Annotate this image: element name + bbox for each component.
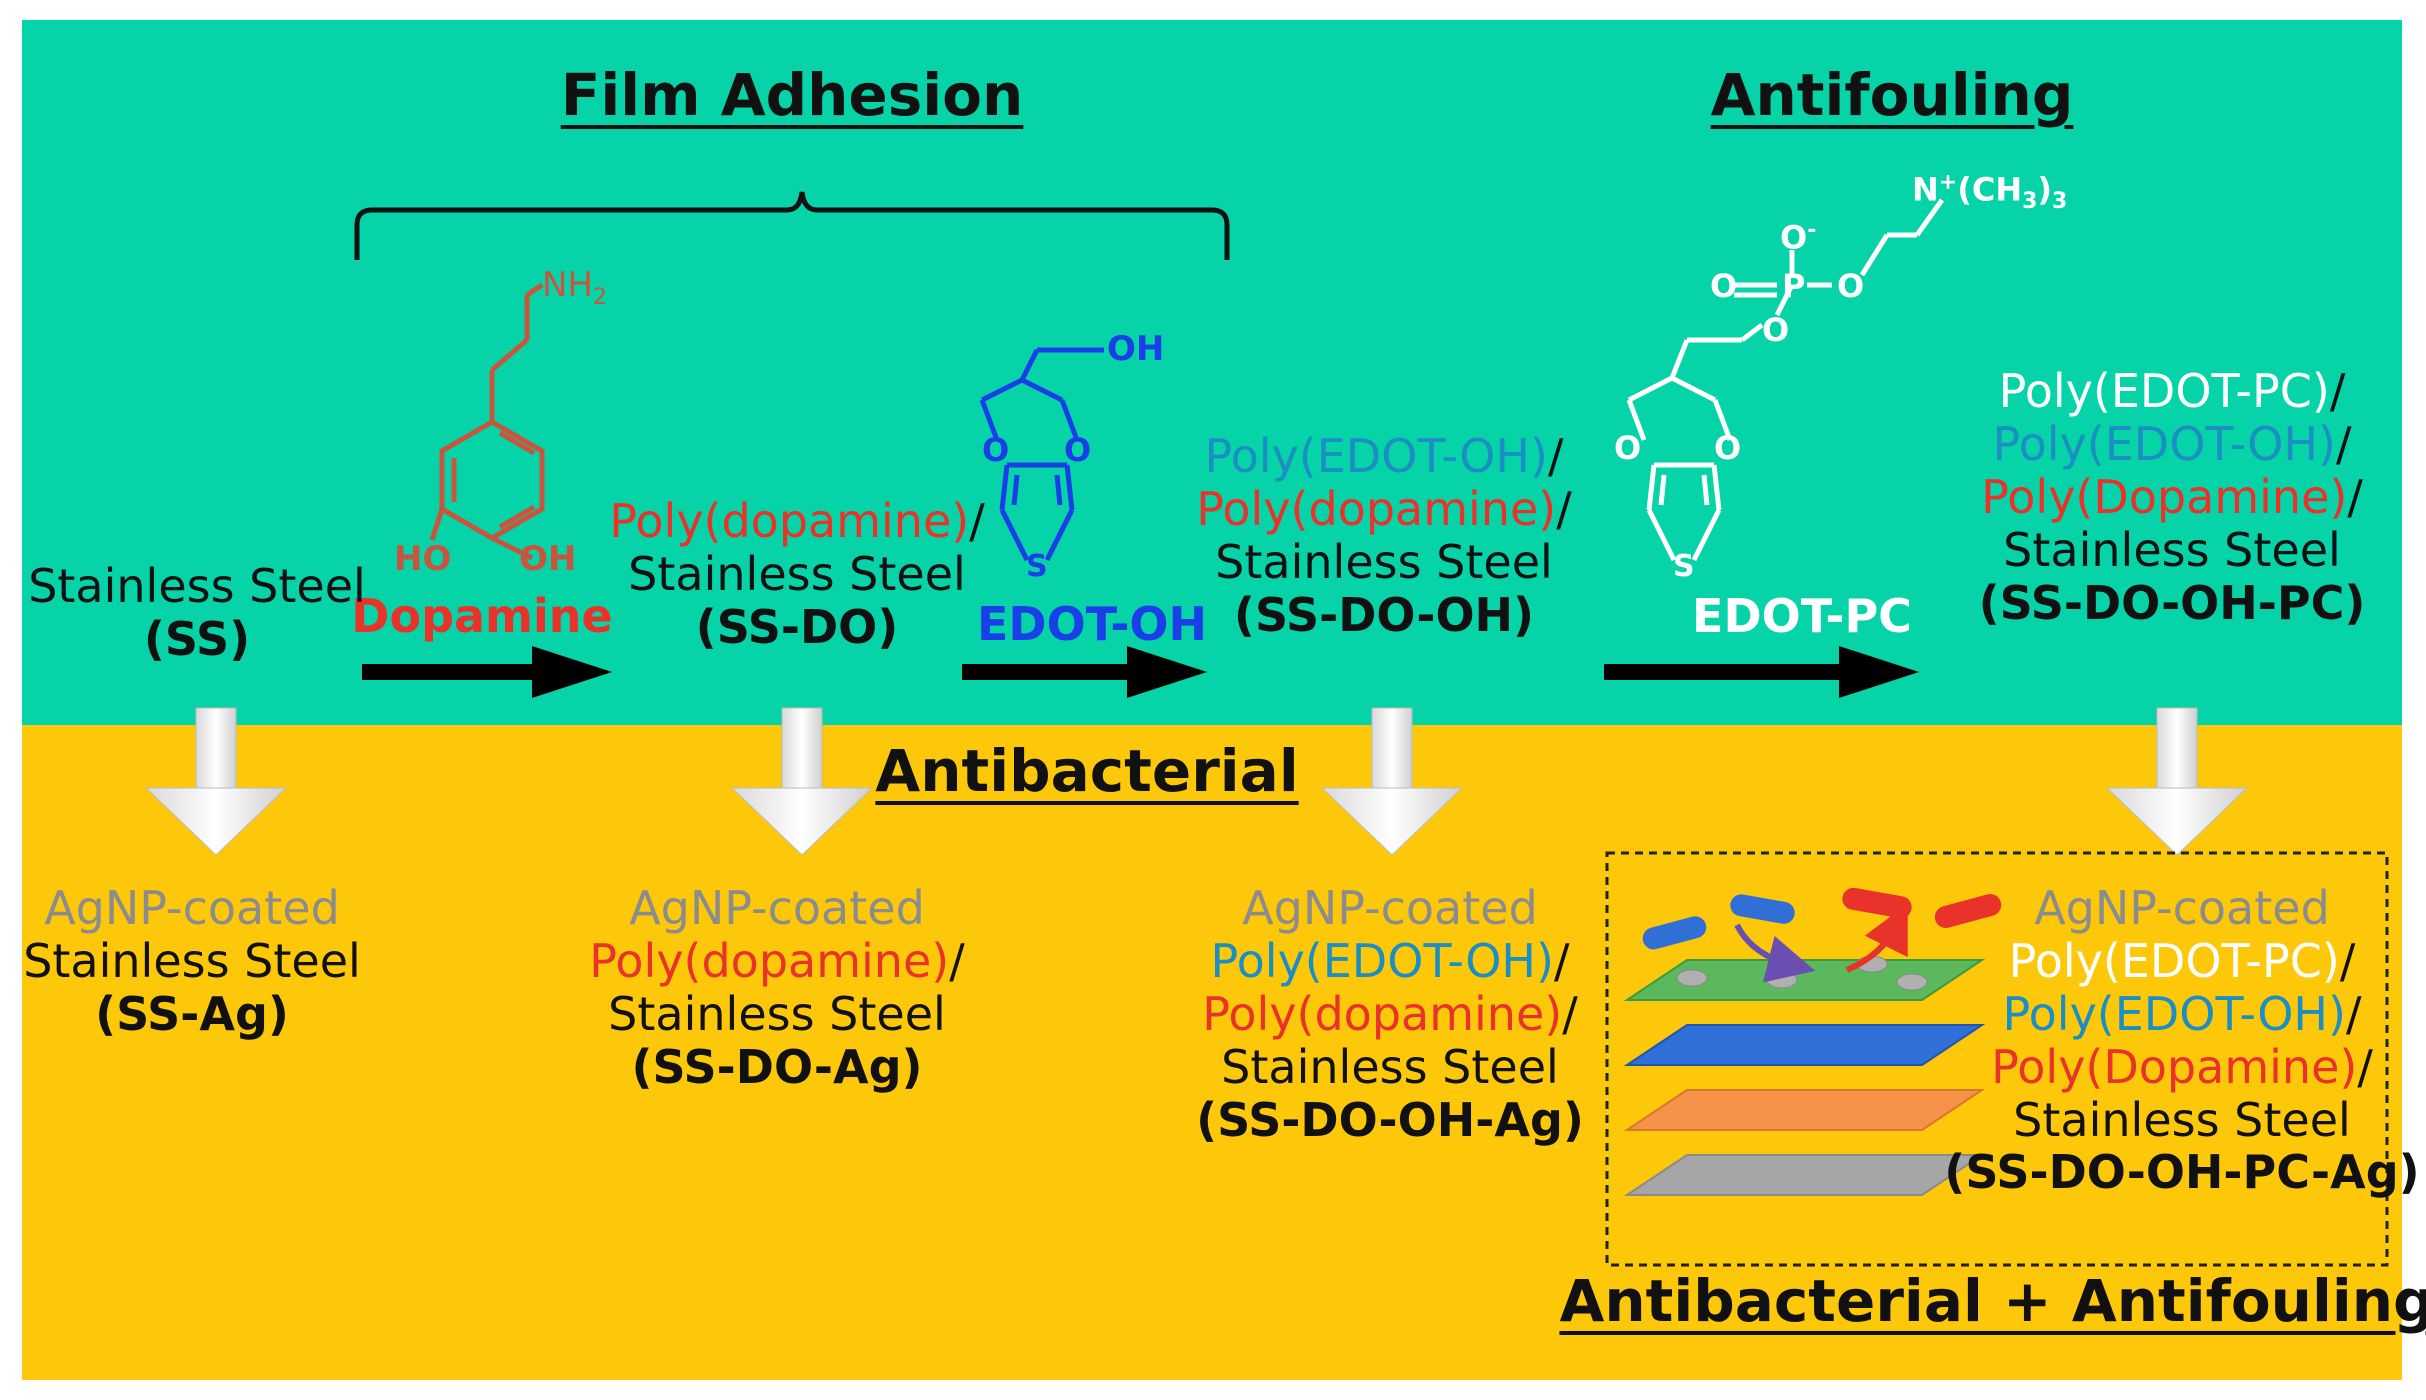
- stage-pc-line1: Poly(EDOT-PC)/: [1998, 364, 2346, 418]
- stage-pc-ag-line4: Stainless Steel: [2013, 1092, 2351, 1147]
- stage-ss-do: Poly(dopamine)/ Stainless Steel (SS-DO): [609, 495, 984, 654]
- bottom-panel: [22, 725, 2402, 1380]
- stage-pc-line2: Poly(EDOT-OH)/: [1992, 416, 2352, 471]
- bacteria-blue: [1730, 894, 1795, 924]
- edot-pc-o-atom: O: [1714, 429, 1742, 467]
- dopamine-oh-atom: OH: [519, 539, 577, 579]
- stage-pc-ag-line3: Poly(Dopamine)/: [1991, 1039, 2373, 1094]
- stage-ss-do-ag: AgNP-coated Poly(dopamine)/ Stainless St…: [589, 882, 964, 1094]
- dopamine-structure: [429, 282, 545, 561]
- reagent-dopamine-label: Dopamine: [351, 589, 613, 643]
- stage-ss-do-oh-line1: Poly(EDOT-OH)/: [1204, 429, 1564, 483]
- agnp-particle: [1676, 969, 1708, 987]
- stage-ss-do-oh-ag-prefix: AgNP-coated: [1242, 881, 1538, 935]
- edot-oh-o-atom: O: [982, 431, 1010, 469]
- edot-pc-ammonium: N+(CH3)3: [1912, 170, 2068, 215]
- heading-combined: Antibacterial + Antifouling: [1559, 1267, 2426, 1335]
- stage-pc-ag-line1: Poly(EDOT-PC)/: [2008, 933, 2356, 988]
- reaction-arrow-edot-oh: [962, 646, 1207, 698]
- edot-pc-o-atom: O: [1762, 311, 1790, 349]
- stage-pc-code: (SS-DO-OH-PC): [1978, 575, 2366, 630]
- stage-ss-code: (SS): [143, 611, 251, 666]
- bacteria-red: [1842, 887, 1912, 919]
- approach-arrow: [1734, 923, 1816, 983]
- stage-ss-line1: Stainless Steel: [28, 559, 366, 613]
- layer-stainless-steel: [1623, 1154, 1986, 1196]
- stage-ss-do-ag-prefix: AgNP-coated: [629, 881, 925, 935]
- stage-ss-do-oh-ag-line1: Poly(EDOT-OH)/: [1210, 933, 1570, 988]
- stage-pc-line4: Stainless Steel: [2003, 522, 2341, 577]
- stage-ss: Stainless Steel (SS): [28, 560, 366, 666]
- edot-pc-structure: [1626, 198, 1945, 562]
- edot-oh-oh-atom: OH: [1107, 329, 1165, 369]
- stage-ss-do-ag-line2: Stainless Steel: [608, 986, 946, 1041]
- combined-dashed-box: [1605, 851, 2389, 1267]
- reaction-arrow-edot-pc: [1604, 646, 1919, 698]
- edot-pc-o-atom: O: [1614, 429, 1642, 467]
- heading-film-adhesion: Film Adhesion: [560, 61, 1024, 129]
- edot-pc-p-atom: P: [1782, 267, 1806, 305]
- reaction-arrow-dopamine: [362, 646, 612, 698]
- edot-pc-o-minus: O-: [1780, 218, 1817, 257]
- stage-ss-ag-code: (SS-Ag): [95, 986, 289, 1041]
- edot-oh-s-atom: S: [1026, 549, 1048, 584]
- stage-ss-ag: AgNP-coated Stainless Steel (SS-Ag): [23, 882, 361, 1041]
- edot-oh-o-atom: O: [1064, 431, 1092, 469]
- stage-ss-ag-line1: Stainless Steel: [23, 933, 361, 988]
- stage-pc-ag-code: (SS-DO-OH-PC-Ag): [1944, 1145, 2420, 1200]
- down-arrow-ss: [144, 707, 288, 856]
- stage-ss-ag-prefix: AgNP-coated: [44, 881, 340, 935]
- stage-ss-do-oh-pc: Poly(EDOT-PC)/ Poly(EDOT-OH)/ Poly(Dopam…: [1979, 365, 2366, 629]
- edot-pc-o-atom: O: [1837, 267, 1865, 305]
- heading-antibacterial: Antibacterial: [875, 737, 1299, 805]
- down-arrow-ss-do-oh: [1320, 707, 1464, 856]
- layer-poly-dopamine: [1623, 1089, 1986, 1131]
- stage-ss-do-code: (SS-DO): [695, 599, 899, 654]
- heading-antifouling: Antifouling: [1710, 61, 2074, 129]
- edot-oh-structure: [979, 347, 1104, 562]
- stage-ss-do-line2: Stainless Steel: [628, 546, 966, 601]
- reagent-edot-pc-label: EDOT-PC: [1692, 589, 1912, 643]
- stage-ss-do-oh-ag: AgNP-coated Poly(EDOT-OH)/ Poly(dopamine…: [1196, 882, 1584, 1146]
- film-adhesion-brace: [354, 191, 1230, 260]
- graphics-layer: [144, 191, 2389, 1267]
- layer-poly-edot-oh: [1623, 1024, 1986, 1066]
- reagent-edot-oh-label: EDOT-OH: [976, 597, 1208, 651]
- stage-ss-do-oh-pc-ag: AgNP-coated Poly(EDOT-PC)/ Poly(EDOT-OH)…: [1944, 882, 2419, 1199]
- dopamine-ho-atom: HO: [394, 539, 452, 579]
- agnp-particle: [1896, 973, 1928, 991]
- stage-ss-do-oh-line2: Poly(dopamine)/: [1196, 481, 1572, 536]
- edot-pc-s-atom: S: [1673, 549, 1695, 584]
- edot-pc-o-atom: O: [1710, 267, 1738, 305]
- stage-pc-line3: Poly(Dopamine)/: [1981, 469, 2363, 524]
- stage-pc-ag-line2: Poly(EDOT-OH)/: [2002, 986, 2362, 1041]
- agnp-particle: [1766, 971, 1798, 989]
- dopamine-nh2-atom: NH2: [542, 265, 607, 310]
- stage-ss-do-oh-code: (SS-DO-OH): [1233, 587, 1535, 642]
- bacteria-blue: [1642, 916, 1707, 950]
- repel-arrow: [1845, 903, 1908, 973]
- layer-stack: [1623, 887, 2002, 1196]
- stage-ss-do-ag-line1: Poly(dopamine)/: [589, 933, 965, 988]
- stage-ss-do-oh-line3: Stainless Steel: [1215, 534, 1553, 589]
- stage-ss-do-oh: Poly(EDOT-OH)/ Poly(dopamine)/ Stainless…: [1196, 430, 1571, 642]
- stage-ss-do-oh-ag-line3: Stainless Steel: [1221, 1039, 1559, 1094]
- bacteria-red: [1934, 894, 2002, 928]
- stage-ss-do-ag-code: (SS-DO-Ag): [631, 1039, 923, 1094]
- down-arrow-ss-do-oh-pc: [2105, 707, 2249, 856]
- top-panel: [22, 20, 2402, 725]
- stage-ss-do-oh-ag-line2: Poly(dopamine)/: [1202, 986, 1578, 1041]
- diagram-frame: Film Adhesion Antifouling Antibacterial …: [22, 20, 2426, 1380]
- down-arrow-ss-do: [730, 707, 874, 856]
- stage-ss-do-oh-ag-code: (SS-DO-OH-Ag): [1196, 1092, 1584, 1147]
- stage-ss-do-line1: Poly(dopamine)/: [609, 494, 985, 548]
- stage-pc-ag-prefix: AgNP-coated: [2034, 881, 2330, 935]
